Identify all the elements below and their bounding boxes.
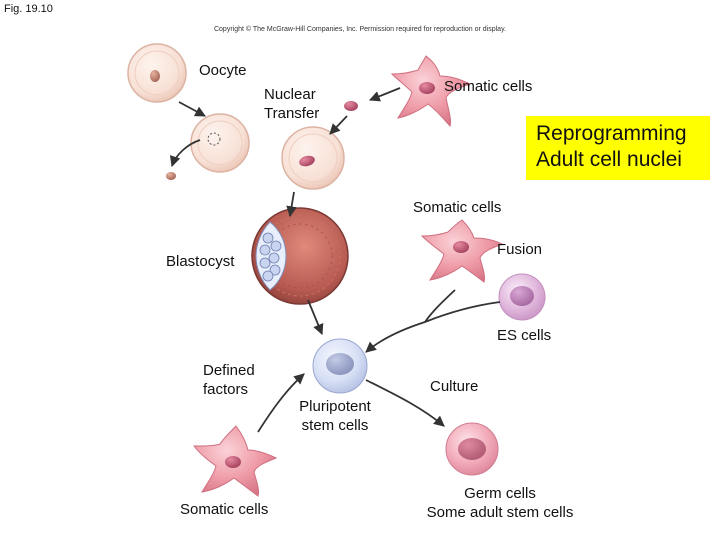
label-nuclear-transfer: Nuclear Transfer [264, 85, 319, 123]
reconstructed-oocyte-cell [281, 126, 345, 190]
label-germ-cells: Germ cells Some adult stem cells [405, 484, 595, 522]
arrow-to-blastocyst [286, 191, 297, 218]
copyright-notice: Copyright © The McGraw-Hill Companies, I… [213, 26, 506, 33]
arrows [169, 87, 501, 433]
arrow-blastocyst-to-pluripotent [307, 299, 324, 335]
reprogramming-line-2: Adult cell nuclei [536, 148, 682, 171]
label-nuclear-transfer-line-1: Nuclear [264, 86, 316, 103]
label-defined-factors: Defined factors [203, 361, 255, 399]
label-nuclear-transfer-line-2: Transfer [264, 105, 320, 122]
oocyte-cell [127, 43, 187, 103]
removed-oocyte-nucleus [166, 172, 176, 180]
label-defined-factors-line-2: factors [203, 381, 249, 398]
arrow-fusion-to-pluripotent [365, 321, 426, 353]
label-culture: Culture [430, 378, 479, 395]
label-germ-cells-line-1: Germ cells [464, 485, 536, 502]
arrow-nucleus-into-oocyte [329, 115, 348, 135]
label-oocyte: Oocyte [199, 62, 247, 79]
label-pluripotent-line-1: Pluripotent [299, 398, 371, 415]
somatic-cell-middle [420, 219, 504, 283]
label-somatic-cells-top: Somatic cells [444, 78, 533, 95]
enucleated-oocyte-cell [190, 113, 250, 173]
reprogramming-line-1: Reprogramming [536, 122, 687, 145]
label-defined-factors-line-1: Defined [203, 362, 255, 379]
figure-label: Fig. 19.10 [4, 3, 53, 15]
arrow-nucleus-removal [169, 139, 201, 168]
label-es-cells: ES cells [497, 327, 552, 344]
arrow-factors-to-pluripotent [257, 373, 305, 433]
label-blastocyst: Blastocyst [166, 253, 235, 270]
es-cell [498, 273, 546, 321]
reprogramming-highlight-box: Reprogramming Adult cell nuclei [526, 116, 710, 180]
transferred-somatic-nucleus [344, 101, 358, 111]
fusion-line-es [424, 301, 501, 323]
label-germ-cells-line-2: Some adult stem cells [426, 504, 574, 521]
blastocyst-embryo [251, 207, 349, 305]
label-somatic-cells-middle: Somatic cells [413, 199, 502, 216]
pluripotent-stem-cell [312, 338, 368, 394]
fusion-line-somatic [424, 289, 456, 323]
somatic-cell-bottom [192, 425, 278, 497]
label-fusion: Fusion [497, 241, 543, 258]
arrow-pluripotent-to-germ [365, 379, 445, 427]
arrow-somatic-to-nucleus [368, 87, 401, 102]
arrow-oocyte-to-enucleated [178, 101, 206, 117]
label-somatic-cells-bottom: Somatic cells [180, 501, 269, 518]
germ-cell [445, 422, 499, 476]
somatic-cell-top [390, 55, 472, 127]
label-pluripotent-line-2: stem cells [301, 417, 369, 434]
label-pluripotent-stem-cells: Pluripotent stem cells [283, 397, 387, 435]
